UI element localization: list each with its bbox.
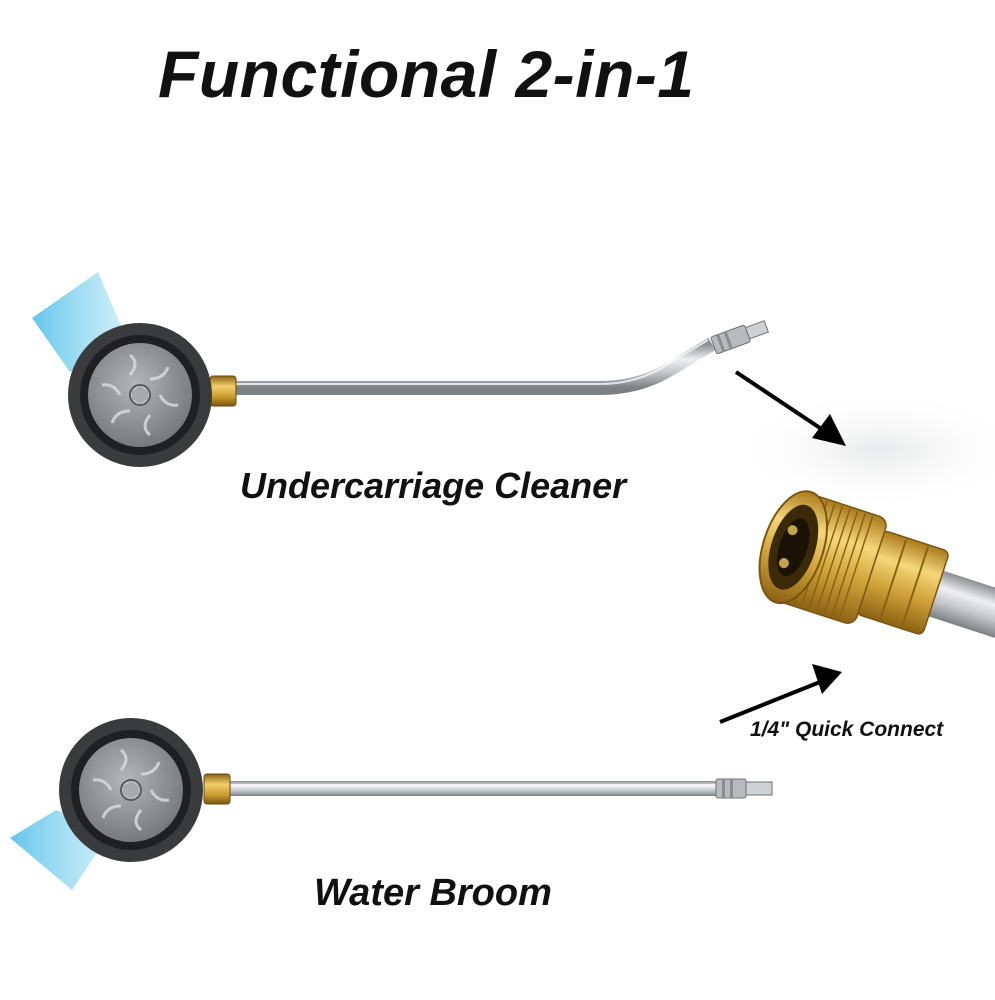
page-title: Functional 2-in-1	[158, 37, 695, 111]
quick-connect-plug	[710, 320, 770, 354]
undercarriage-cleaner-label: Undercarriage Cleaner	[240, 465, 627, 506]
water-broom-label: Water Broom	[314, 872, 552, 914]
quick-connect-label: 1/4" Quick Connect	[750, 718, 944, 741]
quick-connect-plug-2	[715, 778, 773, 799]
brass-fitting-2	[203, 773, 231, 805]
water-broom	[10, 718, 773, 890]
undercarriage-cleaner	[32, 272, 770, 467]
coupler-closeup	[730, 390, 995, 642]
bent-wand	[232, 337, 716, 395]
straight-wand	[228, 781, 722, 796]
arrow-down-right	[734, 370, 846, 446]
brass-fitting	[209, 375, 237, 407]
arrow-up-right	[719, 664, 842, 724]
